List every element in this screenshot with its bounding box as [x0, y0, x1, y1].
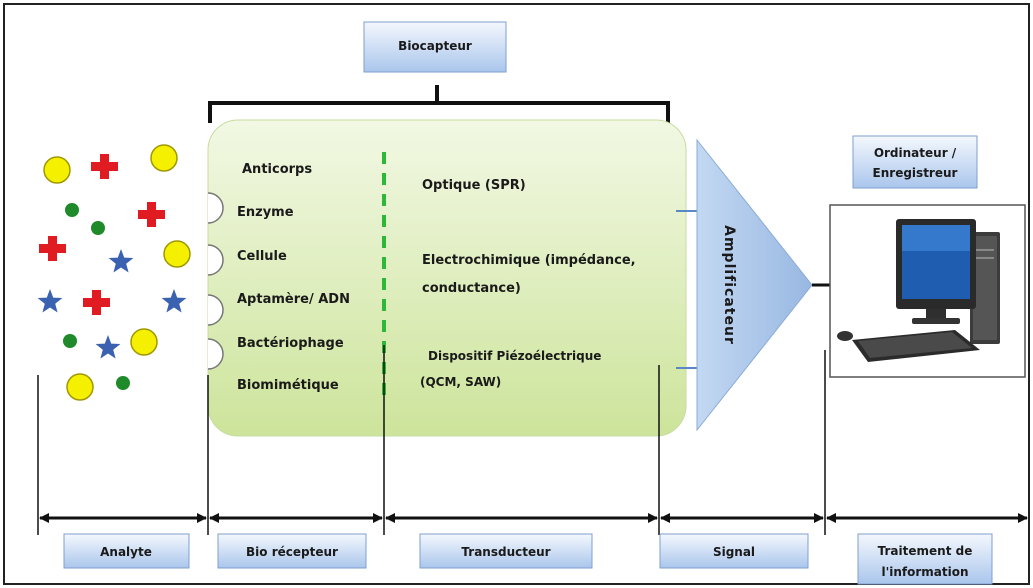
- red-cross-icon: [83, 290, 110, 315]
- amplifier: Amplificateur: [696, 138, 813, 432]
- transducer-electrochemical-line1: Electrochimique (impédance,: [422, 253, 636, 268]
- outer-frame: [3, 3, 1030, 585]
- receptor-biomimetic: Biomimétique: [237, 378, 339, 393]
- transducer-piezo-line2: (QCM, SAW): [420, 375, 501, 389]
- yellow-circle-icon: [130, 328, 158, 356]
- receptor-sockets: [207, 192, 224, 370]
- processing-label-box: Traitement de l'information: [857, 533, 993, 585]
- transducer-electrochemical-line2: conductance): [422, 281, 521, 296]
- computer-label-line2: Enregistreur: [873, 166, 958, 180]
- blue-star-icon: [108, 249, 134, 273]
- analyte-label: Analyte: [100, 545, 152, 559]
- yellow-circle-icon: [150, 144, 178, 172]
- receptor-aptamer-dna: Aptamère/ ADN: [237, 292, 350, 307]
- computer-label-line1: Ordinateur /: [874, 146, 957, 160]
- green-dot-icon: [65, 203, 79, 217]
- transducer-list: Optique (SPR) Electrochimique (impédance…: [420, 178, 636, 389]
- biosensor-label: Biocapteur: [398, 39, 472, 53]
- signal-label-box: Signal: [659, 533, 809, 569]
- socket-icon: [207, 192, 224, 224]
- blue-star-icon: [161, 289, 187, 313]
- signal-label: Signal: [713, 545, 755, 559]
- socket-icon: [207, 338, 224, 370]
- bioreceptor-label-box: Bio récepteur: [217, 533, 367, 569]
- yellow-circle-icon: [43, 156, 71, 184]
- signal-connectors: [676, 210, 698, 369]
- green-dot-icon: [91, 221, 105, 235]
- receptor-list: Anticorps Enzyme Cellule Aptamère/ ADN B…: [237, 162, 350, 393]
- receptor-cell: Cellule: [237, 249, 287, 264]
- processing-label-line1: Traitement de: [878, 544, 973, 558]
- socket-icon: [207, 294, 224, 326]
- transducer-piezo-line1: Dispositif Piézoélectrique: [428, 349, 601, 363]
- computer-label-box: Ordinateur / Enregistreur: [852, 135, 978, 189]
- biosensor-bracket: [208, 85, 670, 123]
- green-dot-icon: [63, 334, 77, 348]
- bottom-labels: Analyte Bio récepteur Transducteur Signa…: [63, 533, 993, 585]
- processing-label-line2: l'information: [881, 565, 968, 579]
- blue-star-icon: [37, 289, 63, 313]
- transducer-optical: Optique (SPR): [422, 178, 526, 193]
- receptor-antibody: Anticorps: [242, 162, 312, 177]
- section-separators: [37, 345, 826, 535]
- transducer-label-box: Transducteur: [419, 533, 593, 569]
- yellow-circle-icon: [163, 240, 191, 268]
- transducer-label: Transducteur: [461, 545, 550, 559]
- red-cross-icon: [138, 202, 165, 227]
- yellow-circle-icon: [66, 373, 94, 401]
- biosensor-label-box: Biocapteur: [363, 21, 507, 73]
- analyte-label-box: Analyte: [63, 533, 190, 569]
- green-dot-icon: [116, 376, 130, 390]
- socket-icon: [207, 244, 224, 276]
- bioreceptor-transducer-panel: [207, 119, 687, 437]
- receptor-bacteriophage: Bactériophage: [237, 336, 344, 351]
- amplifier-label: Amplificateur: [721, 225, 737, 345]
- analyte-molecules: [37, 144, 191, 401]
- desktop-computer-icon: [837, 219, 1000, 362]
- bioreceptor-label: Bio récepteur: [246, 545, 338, 559]
- red-cross-icon: [91, 154, 118, 179]
- blue-star-icon: [95, 335, 121, 359]
- red-cross-icon: [39, 236, 66, 261]
- receptor-enzyme: Enzyme: [237, 205, 294, 220]
